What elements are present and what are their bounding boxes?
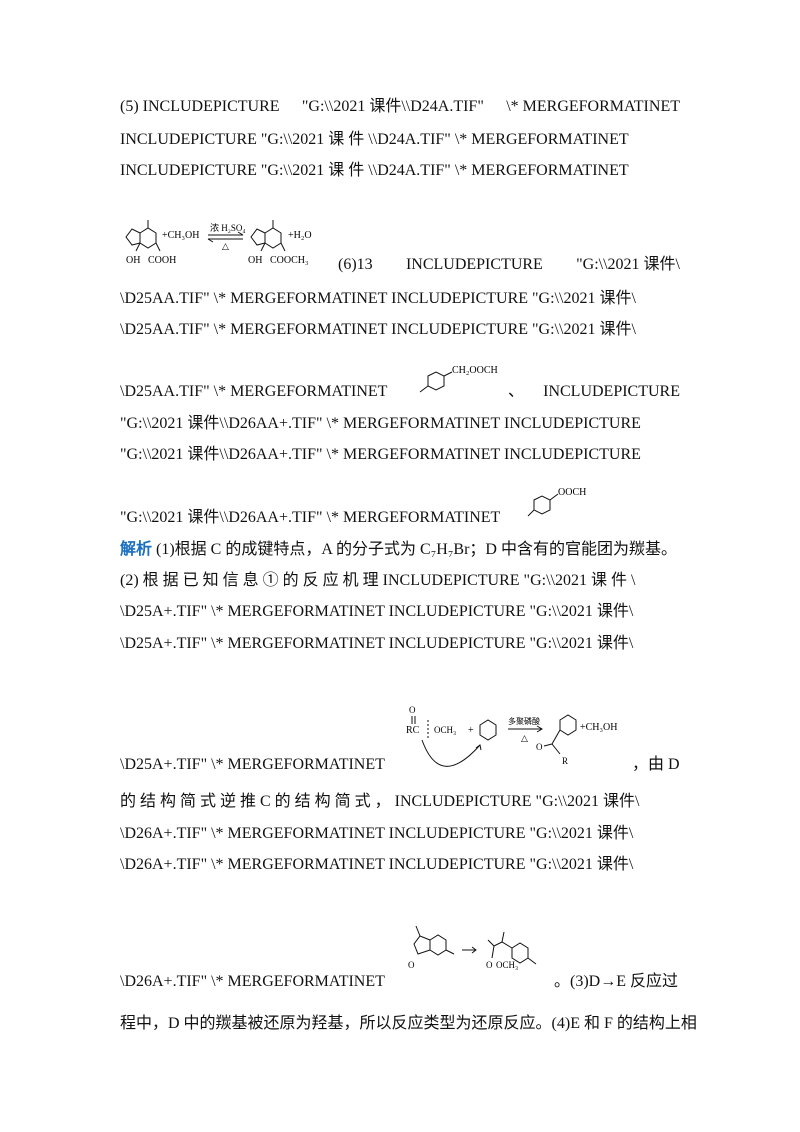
text-line-9: "G:\\2021 课件\\D26AA+.TIF" \* MERGEFORMAT… <box>120 446 641 463</box>
text-line-11: 解析 (1)根据 C 的成键特点，A 的分子式为 C₇H₇Br；D 中含有的官能… <box>120 540 680 560</box>
chem-label: O <box>409 705 416 715</box>
text-line-4: (6)13 INCLUDEPICTURE "G:\\2021 课件\ <box>338 255 680 275</box>
text-segment: "G:\\2021 课件\ <box>576 256 680 273</box>
chem-label: CH₂OOCH <box>452 365 498 376</box>
text-line-17: \D26A+.TIF" \* MERGEFORMATINET INCLUDEPI… <box>120 825 634 842</box>
chem-label: +H₂O <box>288 230 312 241</box>
text-line-12: (2) 根 据 已 知 信 息 ① 的 反 应 机 理 INCLUDEPICTU… <box>120 572 636 589</box>
chem-label: 多聚磷酸 <box>508 716 540 726</box>
formate-ester-structure-a: CH₂OOCH <box>419 365 498 393</box>
text-line-16: 的 结 构 简 式 逆 推 C 的 结 构 简 式 ， INCLUDEPICTU… <box>120 793 640 810</box>
analysis-label: 解析 <box>120 541 153 558</box>
chem-label: 浓 H₂SO₄ <box>210 223 246 233</box>
text-segment: INCLUDEPICTURE <box>543 383 680 400</box>
text-line-2: INCLUDEPICTURE "G:\\2021 课 件 \\D24A.TIF"… <box>120 131 629 148</box>
text-line-1: (5) INCLUDEPICTURE "G:\\2021 课件\\D24A.TI… <box>120 97 680 117</box>
text-segment: (5) INCLUDEPICTURE <box>120 98 280 115</box>
chem-label: OCH₃ <box>496 960 518 970</box>
text-line-18: \D26A+.TIF" \* MERGEFORMATINET INCLUDEPI… <box>120 856 634 873</box>
chem-label: +CH₃OH <box>162 230 199 241</box>
text-line-5: \D25AA.TIF" \* MERGEFORMATINET INCLUDEPI… <box>120 290 636 307</box>
text-line-3: INCLUDEPICTURE "G:\\2021 课 件 \\D24A.TIF"… <box>120 162 629 179</box>
chem-label: RC <box>406 725 420 736</box>
text-line-19: \D26A+.TIF" \* MERGEFORMATINET <box>120 973 385 990</box>
text-segment: \* MERGEFORMATINET <box>506 98 680 115</box>
text-segment: (6)13 <box>338 256 373 273</box>
chem-label: OH <box>126 255 140 266</box>
text-line-7: \D25AA.TIF" \* MERGEFORMATINET <box>120 383 388 400</box>
text-segment: (1)根据 C 的成键特点，A 的分子式为 C₇H₇Br；D 中含有的官能团为羰… <box>152 541 677 558</box>
text-line-19b: 。(3)D→E 反应过 <box>554 973 678 990</box>
text-line-14: \D25A+.TIF" \* MERGEFORMATINET INCLUDEPI… <box>120 635 634 652</box>
chem-label: +CH₃OH <box>580 722 617 733</box>
text-segment: INCLUDEPICTURE <box>405 256 543 273</box>
esterification-reaction-image: +CH₃OH 浓 H₂SO₄ △ +H₂O OH COOH OH COOCH₃ <box>125 220 312 266</box>
separator: 、 <box>508 383 525 400</box>
chem-label: △ <box>222 241 229 251</box>
chem-label: O <box>408 960 415 970</box>
chem-label: O <box>536 742 543 752</box>
text-line-15b: ，由 D <box>632 756 680 773</box>
chem-label: + <box>468 725 474 736</box>
text-line-6: \D25AA.TIF" \* MERGEFORMATINET INCLUDEPI… <box>120 321 636 338</box>
acylation-mechanism-image: O RC OCH₃ + 多聚磷酸 △ O R +CH₃OH <box>406 705 617 767</box>
chem-label: COOCH₃ <box>270 255 309 266</box>
text-line-20: 程中，D 中的羰基被还原为羟基，所以反应类型为还原反应。(4)E 和 F 的结构… <box>120 1015 697 1032</box>
chem-label: R <box>562 756 568 766</box>
chem-label: △ <box>521 733 528 743</box>
retrosynthesis-image: O O OCH₃ <box>408 925 537 970</box>
formate-ester-structure-b: OOCH <box>527 487 586 517</box>
text-line-10: "G:\\2021 课件\\D26AA+.TIF" \* MERGEFORMAT… <box>120 509 501 526</box>
text-line-8: "G:\\2021 课件\\D26AA+.TIF" \* MERGEFORMAT… <box>120 415 641 432</box>
text-line-15: \D25A+.TIF" \* MERGEFORMATINET <box>120 756 385 773</box>
text-segment: "G:\\2021 课件\\D24A.TIF" <box>301 98 484 115</box>
chem-label: OH <box>248 255 262 266</box>
chem-label: OCH₃ <box>434 725 456 735</box>
chem-label: O <box>486 960 493 970</box>
text-line-7b: 、 INCLUDEPICTURE <box>508 382 680 402</box>
chem-label: OOCH <box>558 487 586 498</box>
chem-label: COOH <box>148 255 176 266</box>
text-line-13: \D25A+.TIF" \* MERGEFORMATINET INCLUDEPI… <box>120 603 634 620</box>
